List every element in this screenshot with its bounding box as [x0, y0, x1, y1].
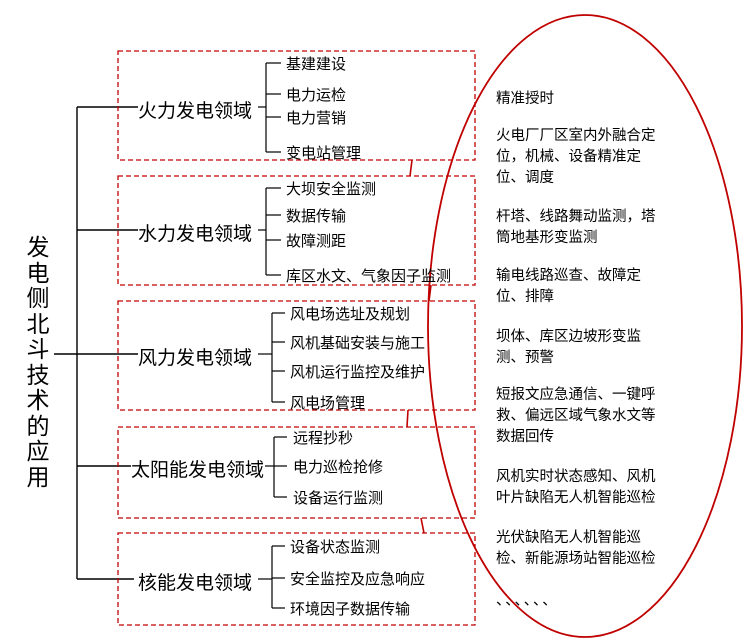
domain-title-wind: 风力发电领域 [138, 347, 253, 369]
root-label: 发电侧北斗技术的应用 [22, 235, 54, 491]
item-bracket-wind [258, 312, 285, 403]
root-label-char: 侧 [26, 286, 50, 312]
domain-item: 故障测距 [286, 232, 347, 250]
root-label-char: 北 [26, 311, 50, 338]
root-label-char: 发 [26, 235, 50, 261]
application-text-6: 短报文应急通信、一键呼 救、偏远区域气象水文等 数据回传 [496, 387, 656, 445]
application-text-7: 风机实时状态感知、风机 叶片缺陷无人机智能巡检 [496, 469, 656, 506]
application-ellipsis: 、、、、、、 [496, 593, 559, 609]
domain-item: 电力运检 [286, 86, 347, 104]
domain-box-solar [117, 426, 476, 519]
item-bracket-nuclear [258, 545, 285, 609]
domain-box-nuclear [117, 532, 476, 626]
domain-item: 库区水文、气象因子监测 [286, 267, 452, 285]
applications-ellipse [427, 14, 743, 638]
domain-item: 风电场选址及规划 [290, 305, 411, 323]
domain-item: 环境因子数据传输 [290, 600, 411, 618]
root-label-char: 技 [26, 362, 50, 389]
domain-title-nuclear: 核能发电领域 [138, 572, 253, 594]
application-text-8: 光伏缺陷无人机智能巡 检、新能源场站智能巡检 [496, 530, 656, 567]
domain-item: 大坝安全监测 [286, 180, 377, 198]
domain-title-solar: 太阳能发电领域 [131, 459, 265, 481]
box-link-3 [406, 409, 409, 428]
root-label-char: 应 [26, 439, 50, 465]
domain-box-hydro [117, 175, 476, 286]
domain-item: 风机基础安装与施工 [290, 334, 426, 352]
domain-box-wind [117, 300, 476, 411]
root-label-char: 斗 [26, 337, 50, 363]
root-label-char: 电 [26, 260, 50, 287]
root-label-char: 用 [26, 464, 50, 491]
root-label-char: 的 [26, 413, 50, 440]
domain-item: 风机运行监控及维护 [290, 363, 426, 381]
box-link-4 [420, 517, 425, 534]
application-text-2: 火电厂厂区室内外融合定 位，机械、设备精准定 位、调度 [496, 128, 656, 186]
domain-item: 变电站管理 [286, 144, 362, 162]
application-text-5: 坝体、库区边坡形变监 测、预警 [496, 329, 641, 366]
item-bracket-thermal [258, 62, 281, 153]
domain-item: 电力巡检抢修 [293, 458, 384, 476]
domain-item: 设备状态监测 [290, 538, 381, 556]
domain-item: 风电场管理 [290, 394, 366, 412]
item-bracket-hydro [258, 187, 281, 276]
domain-item: 数据传输 [286, 207, 347, 225]
domain-item: 远程抄秒 [293, 429, 354, 447]
root-label-char: 术 [26, 388, 50, 414]
domain-title-hydro: 水力发电领域 [138, 223, 253, 245]
domain-item: 安全监控及应急响应 [290, 570, 426, 588]
domain-item: 电力营销 [286, 109, 347, 127]
box-link-1 [409, 159, 413, 177]
domain-item: 基建建设 [286, 55, 347, 73]
item-bracket-solar [265, 436, 287, 498]
root-label-text: 发电侧北斗技术的应用 [22, 235, 54, 491]
domain-title-thermal: 火力发电领域 [138, 100, 253, 122]
application-text-1: 精准授时 [496, 91, 554, 107]
application-text-4: 输电线路巡查、故障定 位、排障 [496, 268, 641, 305]
domain-item: 设备运行监测 [293, 489, 384, 507]
application-text-3: 杆塔、线路舞动监测，塔 筒地基形变监测 [496, 209, 656, 246]
